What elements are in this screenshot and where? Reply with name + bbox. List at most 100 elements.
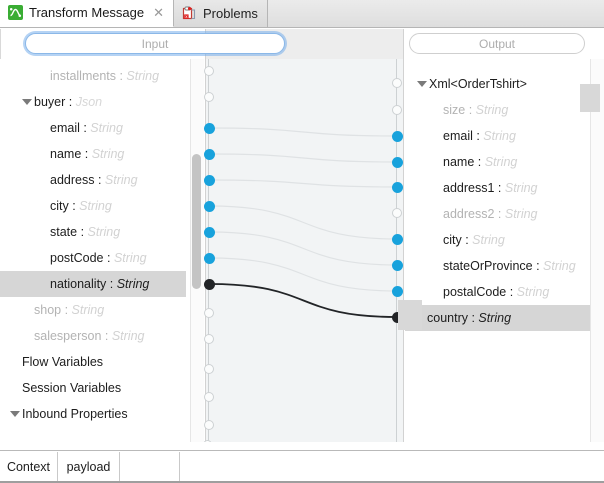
row-separator: :: [474, 155, 485, 169]
caret-down-icon[interactable]: [417, 80, 427, 87]
row-separator: :: [77, 225, 88, 239]
tree-row-input-nationality[interactable]: nationality : String: [0, 271, 186, 297]
output-scrollbar-thumb[interactable]: [398, 300, 422, 330]
output-scroll-track[interactable]: [590, 59, 604, 442]
tree-row-output-country[interactable]: country : String: [405, 305, 604, 331]
mapping-link-5[interactable]: [209, 257, 398, 292]
mapping-link-0[interactable]: [209, 127, 398, 137]
tree-row-output-postalcode[interactable]: postalCode : String: [405, 279, 604, 305]
row-type: String: [87, 225, 121, 239]
mapping-link-1[interactable]: [209, 153, 398, 163]
tree-row-output-name[interactable]: name : String: [405, 149, 604, 175]
caret-down-icon[interactable]: [10, 410, 20, 417]
tree-row-output-stateorprovince[interactable]: stateOrProvince : String: [405, 253, 604, 279]
tree-row-output-size[interactable]: size : String: [405, 97, 604, 123]
row-separator: :: [103, 251, 114, 265]
mapping-link-6[interactable]: [209, 283, 398, 318]
connector-dot-input-5[interactable]: [204, 201, 215, 212]
tree-row-input-installments[interactable]: installments : String: [0, 63, 186, 89]
caret-down-icon[interactable]: [22, 98, 32, 105]
row-label: name: [443, 155, 475, 169]
row-separator: :: [494, 207, 505, 221]
tree-row-input-buyer[interactable]: buyer : Json: [0, 89, 186, 115]
tree-row-input-postcode[interactable]: postCode : String: [0, 245, 186, 271]
bottom-tab-strip: Context payload: [0, 450, 604, 483]
tab-problems[interactable]: x Problems: [174, 0, 268, 27]
connector-dot-input-9[interactable]: [204, 308, 214, 318]
input-scrollbar-thumb[interactable]: [192, 154, 201, 289]
row-label: Session Variables: [22, 381, 122, 395]
connector-dot-input-1[interactable]: [204, 92, 214, 102]
tab-transform-message[interactable]: Transform Message ✕: [0, 0, 175, 27]
tree-row-input-inbound-properties[interactable]: Inbound Properties: [0, 401, 186, 427]
tree-row-input-city[interactable]: city : String: [0, 193, 186, 219]
connector-dot-input-4[interactable]: [204, 175, 215, 186]
bottom-tab-context[interactable]: Context: [0, 452, 58, 483]
connector-dot-input-10[interactable]: [204, 334, 214, 344]
row-label: address2: [443, 207, 495, 221]
connector-dot-output-5[interactable]: [392, 208, 402, 218]
row-label: address: [50, 173, 95, 187]
connector-dot-output-8[interactable]: [392, 286, 403, 297]
row-type: String: [104, 173, 138, 187]
connector-dot-input-6[interactable]: [204, 227, 215, 238]
connector-dot-output-4[interactable]: [392, 182, 403, 193]
row-separator: :: [68, 199, 80, 213]
output-field[interactable]: Output: [409, 33, 585, 54]
tree-row-output-address1[interactable]: address1 : String: [405, 175, 604, 201]
input-field[interactable]: Input: [25, 33, 285, 54]
mapping-link-3[interactable]: [209, 205, 398, 240]
connector-dot-output-1[interactable]: [392, 105, 402, 115]
problems-icon: x: [182, 6, 197, 21]
tree-row-input-state[interactable]: state : String: [0, 219, 186, 245]
bottom-tab-empty[interactable]: [120, 452, 180, 483]
tree-row-input-flow-variables[interactable]: Flow Variables: [0, 349, 186, 375]
canvas-scrollbar-thumb[interactable]: [580, 84, 600, 112]
connector-dot-input-3[interactable]: [204, 149, 215, 160]
row-separator: :: [81, 147, 92, 161]
connector-dot-output-7[interactable]: [392, 260, 403, 271]
connector-dot-output-6[interactable]: [392, 234, 403, 245]
row-type: String: [478, 311, 512, 325]
row-label: nationality: [50, 277, 107, 291]
tree-row-input-name[interactable]: name : String: [0, 141, 186, 167]
connector-dot-input-11[interactable]: [204, 364, 214, 374]
row-label: buyer: [34, 95, 66, 109]
tree-row-input-email[interactable]: email : String: [0, 115, 186, 141]
tree-row-input-salesperson[interactable]: salesperson : String: [0, 323, 186, 349]
row-label: Flow Variables: [22, 355, 104, 369]
row-label: city: [50, 199, 69, 213]
connector-dot-input-7[interactable]: [204, 253, 215, 264]
tree-row-input-shop[interactable]: shop : String: [0, 297, 186, 323]
connector-dot-output-3[interactable]: [392, 157, 403, 168]
connector-dot-input-2[interactable]: [204, 123, 215, 134]
tree-row-output-city[interactable]: city : String: [405, 227, 604, 253]
row-type: String: [113, 251, 147, 265]
bottom-tab-area: Context payload: [0, 442, 604, 483]
connector-dot-output-2[interactable]: [392, 131, 403, 142]
tab-label: Transform Message: [29, 5, 145, 20]
tree-row-input-session-variables[interactable]: Session Variables: [0, 375, 186, 401]
mapping-link-2[interactable]: [209, 179, 398, 188]
bottom-tab-payload[interactable]: payload: [58, 452, 120, 483]
mapping-link-4[interactable]: [209, 231, 398, 266]
row-type: String: [504, 207, 538, 221]
tree-row-output-email[interactable]: email : String: [405, 123, 604, 149]
row-separator: :: [465, 103, 476, 117]
connector-dot-input-13[interactable]: [204, 420, 214, 430]
connector-dot-input-0[interactable]: [204, 66, 214, 76]
row-type: String: [516, 285, 550, 299]
tree-row-input-address[interactable]: address : String: [0, 167, 186, 193]
connector-dot-input-8[interactable]: [204, 279, 215, 290]
tree-row-output-address2[interactable]: address2 : String: [405, 201, 604, 227]
row-type: String: [116, 277, 150, 291]
connector-dot-input-12[interactable]: [204, 392, 214, 402]
tree-row-output-xml-ordertshirt-[interactable]: Xml<OrderTshirt>: [405, 71, 604, 97]
close-icon[interactable]: ✕: [153, 5, 165, 20]
connector-dot-output-0[interactable]: [392, 78, 402, 88]
connector-dot-output-9[interactable]: [392, 312, 403, 323]
